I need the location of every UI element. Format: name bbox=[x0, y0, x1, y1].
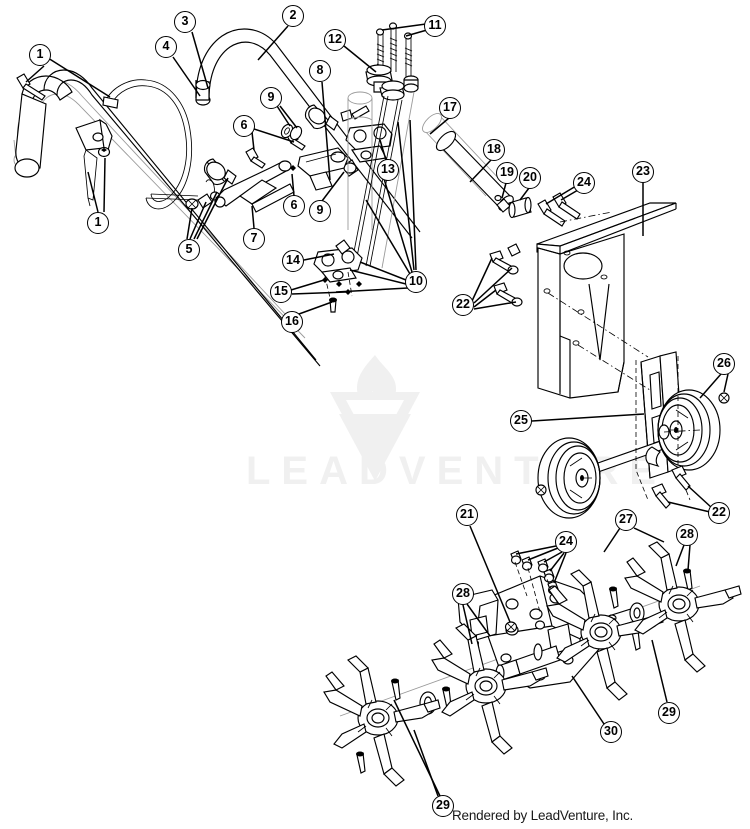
upper-handlebar-tube bbox=[195, 28, 321, 111]
callout-28[interactable]: 28 bbox=[452, 583, 474, 605]
control-rods-item-11 bbox=[375, 22, 413, 82]
callout-16[interactable]: 16 bbox=[281, 311, 303, 333]
shield-wheel-assembly bbox=[489, 202, 730, 519]
callout-13[interactable]: 13 bbox=[377, 159, 399, 181]
pin-item-16 bbox=[329, 297, 337, 313]
upper-cable-mount bbox=[304, 104, 370, 131]
leadventure-flame-v-logo bbox=[330, 355, 420, 481]
callout-15[interactable]: 15 bbox=[270, 281, 292, 303]
tine-gearbox-assembly bbox=[323, 541, 742, 787]
tine-assembly-4 bbox=[624, 541, 742, 673]
callout-3[interactable]: 3 bbox=[174, 11, 196, 33]
link-plate-item-8 bbox=[297, 147, 349, 191]
callout-29[interactable]: 29 bbox=[658, 702, 680, 724]
callout-9[interactable]: 9 bbox=[309, 200, 331, 222]
callout-5[interactable]: 5 bbox=[178, 239, 200, 261]
callout-19[interactable]: 19 bbox=[496, 162, 518, 184]
knob-item-1 bbox=[97, 146, 111, 158]
callout-22[interactable]: 22 bbox=[708, 502, 730, 524]
callout-7[interactable]: 7 bbox=[243, 228, 265, 250]
callout-25[interactable]: 25 bbox=[510, 410, 532, 432]
leader-lines bbox=[25, 23, 729, 797]
callout-17[interactable]: 17 bbox=[439, 97, 461, 119]
watermark-text: LEADVENTURE bbox=[246, 449, 667, 493]
callout-12[interactable]: 12 bbox=[324, 29, 346, 51]
callout-4[interactable]: 4 bbox=[155, 36, 177, 58]
tine-assembly-3 bbox=[546, 569, 664, 701]
shield-panel bbox=[537, 233, 625, 399]
handlebar-assembly bbox=[13, 22, 421, 367]
wing-bolts-item-22-lower bbox=[651, 465, 691, 509]
tine-assembly-2 bbox=[431, 623, 549, 755]
callout-24[interactable]: 24 bbox=[573, 172, 595, 194]
handle-grip-left bbox=[14, 75, 73, 178]
callout-27[interactable]: 27 bbox=[615, 509, 637, 531]
handle-post-faint bbox=[347, 91, 373, 230]
callout-21[interactable]: 21 bbox=[456, 504, 478, 526]
callout-14[interactable]: 14 bbox=[282, 250, 304, 272]
handle-clamp-item-5 bbox=[185, 158, 237, 210]
spacer-item-20 bbox=[508, 196, 532, 219]
callout-30[interactable]: 30 bbox=[600, 721, 622, 743]
cable-clamp-item-14 bbox=[313, 239, 363, 283]
bracket-item-7 bbox=[214, 160, 295, 213]
gearbox-item-30 bbox=[457, 575, 641, 689]
wing-bolts-item-22-upper bbox=[489, 243, 523, 307]
callout-8[interactable]: 8 bbox=[309, 60, 331, 82]
tine-assembly-1 bbox=[323, 655, 441, 787]
front-handle-tube bbox=[43, 69, 321, 367]
callout-9[interactable]: 9 bbox=[260, 87, 282, 109]
callout-11[interactable]: 11 bbox=[424, 15, 446, 37]
callout-1[interactable]: 1 bbox=[87, 212, 109, 234]
screws-item-24-upper bbox=[537, 192, 581, 227]
callout-29[interactable]: 29 bbox=[432, 795, 454, 817]
rod-mount-bosses-item-12 bbox=[365, 64, 419, 101]
callout-22[interactable]: 22 bbox=[452, 294, 474, 316]
callout-28[interactable]: 28 bbox=[676, 524, 698, 546]
wheel-right-item-26 bbox=[657, 389, 730, 471]
callout-18[interactable]: 18 bbox=[483, 139, 505, 161]
callout-6[interactable]: 6 bbox=[283, 195, 305, 217]
callout-6[interactable]: 6 bbox=[233, 115, 255, 137]
callout-20[interactable]: 20 bbox=[519, 167, 541, 189]
callout-26[interactable]: 26 bbox=[713, 353, 735, 375]
fastener-item-21 bbox=[504, 621, 518, 633]
callout-24[interactable]: 24 bbox=[555, 531, 577, 553]
throttle-control-lever bbox=[75, 118, 113, 207]
callout-1[interactable]: 1 bbox=[29, 44, 51, 66]
callout-23[interactable]: 23 bbox=[632, 161, 654, 183]
callout-10[interactable]: 10 bbox=[405, 271, 427, 293]
top-rail-item-23 bbox=[536, 202, 677, 255]
callout-2[interactable]: 2 bbox=[282, 5, 304, 27]
screw-item-1 bbox=[16, 73, 46, 101]
wheel-left bbox=[535, 437, 601, 519]
leadventure-watermark: LEADVENTURE bbox=[246, 355, 667, 493]
attribution-text: Rendered by LeadVenture, Inc. bbox=[452, 808, 634, 823]
